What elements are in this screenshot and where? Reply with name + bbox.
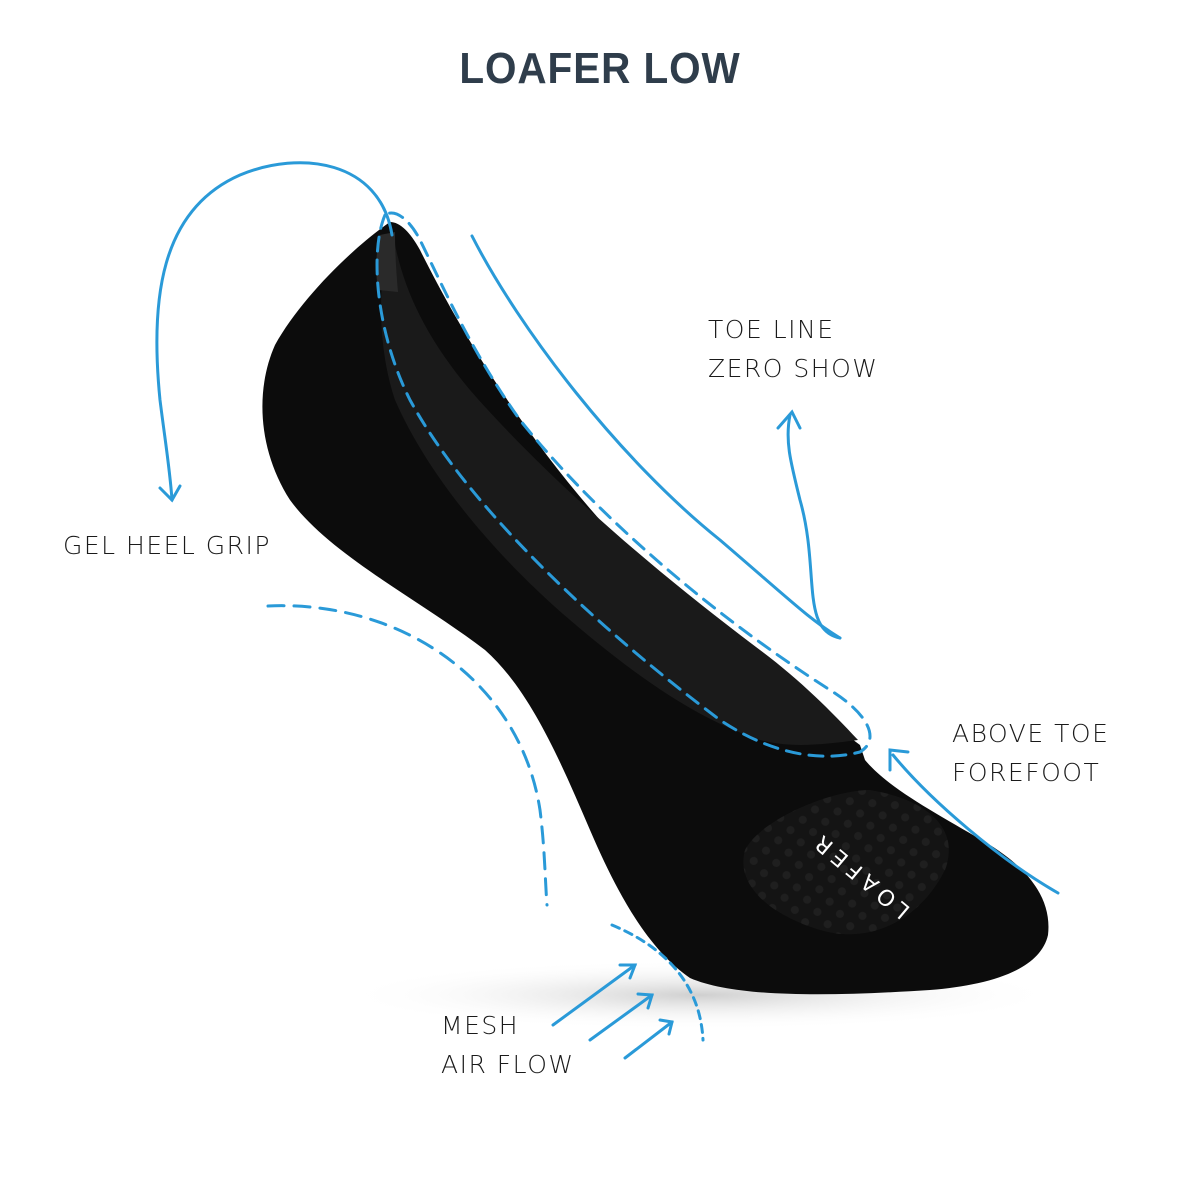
label-line: GEL HEEL GRIP — [63, 531, 272, 560]
sock-opening — [381, 228, 858, 745]
label-line: ZERO SHOW — [708, 354, 879, 383]
label-line: MESH — [441, 1011, 520, 1040]
mesh-arrow-2 — [588, 993, 654, 1042]
mesh-dashed-curve — [610, 923, 705, 1042]
above-toe-label: ABOVE TOE FOREFOOT — [952, 714, 1109, 792]
toe-line-arrow — [786, 413, 842, 640]
above-toe-arrow — [891, 753, 1060, 895]
heel-arrow — [155, 161, 394, 502]
toe-line-label: TOE LINE ZERO SHOW — [708, 310, 878, 388]
ankle-dashed-curve — [266, 604, 549, 907]
label-line: TOE LINE — [708, 315, 835, 344]
mesh-arrow-1 — [551, 963, 637, 1027]
label-line: AIR FLOW — [441, 1050, 575, 1079]
opening-dashed-outline — [375, 211, 872, 758]
mesh-arrow-3 — [623, 1020, 674, 1060]
label-line: FOREFOOT — [952, 758, 1101, 787]
mesh-airflow-label: MESH AIR FLOW — [441, 1006, 575, 1084]
toe-line-line — [470, 234, 842, 640]
heel-grip-label: GEL HEEL GRIP — [63, 526, 271, 565]
page-title: LOAFER LOW — [459, 44, 741, 93]
label-line: ABOVE TOE — [952, 719, 1110, 748]
heel-grip-texture — [376, 232, 398, 292]
